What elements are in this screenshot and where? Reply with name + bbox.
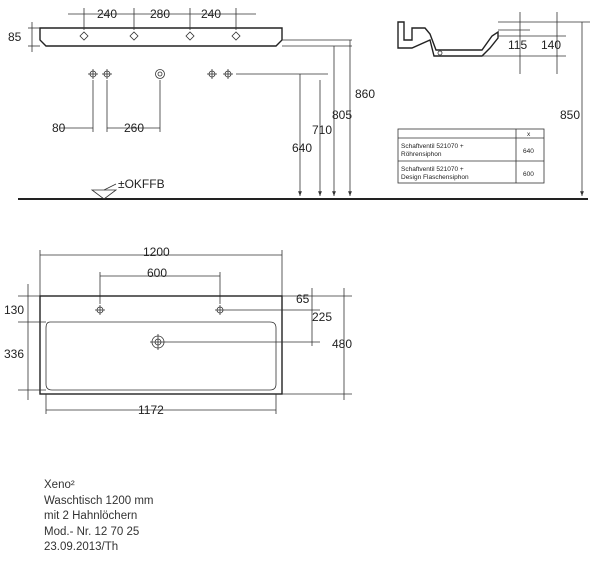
dim-left-85: 85 [8, 30, 22, 44]
dim-left-336: 336 [4, 347, 24, 361]
table-row1-value: 640 [523, 148, 534, 155]
dim-top-280: 280 [150, 7, 170, 21]
dim-top-240-right: 240 [201, 7, 221, 21]
dim-860: 860 [355, 87, 375, 101]
basin-side-profile [397, 21, 499, 57]
dim-right-225: 225 [312, 310, 332, 324]
floor-label: ±OKFFB [118, 177, 165, 191]
top-view: 1200 600 130 336 [4, 245, 352, 417]
top-tap-holes [95, 305, 225, 315]
front-hole-symbols [88, 69, 233, 79]
dim-bottom-80: 80 [52, 121, 66, 135]
dim-right-65: 65 [296, 292, 310, 306]
dim-hole-spacing-600: 600 [147, 266, 167, 280]
product-caption: Xeno² Waschtisch 1200 mm mit 2 Hahnlöche… [44, 478, 154, 556]
dim-710: 710 [312, 123, 332, 137]
model-number: Mod.- Nr. 12 70 25 [44, 525, 140, 538]
product-holes: mit 2 Hahnlöchern [44, 510, 138, 522]
dim-width-1200: 1200 [143, 245, 170, 259]
side-dim-115: 115 [508, 38, 527, 52]
table-row1-line2: Röhrensiphon [401, 151, 442, 158]
front-view: 240 280 240 85 80 260 640 710 [8, 7, 588, 200]
side-dim-140: 140 [541, 38, 561, 52]
dim-left-130: 130 [4, 303, 24, 317]
dim-top-240-left: 240 [97, 7, 117, 21]
product-description: Waschtisch 1200 mm [44, 494, 154, 507]
basin-front-outline [39, 27, 283, 47]
drawing-date: 23.09.2013/Th [44, 541, 119, 553]
product-name: Xeno² [44, 479, 75, 491]
table-row2-line2: Design Flaschensiphon [401, 174, 469, 181]
side-view: 115 140 850 [397, 12, 590, 196]
front-tap-marks [79, 31, 241, 41]
dim-bottom-1172: 1172 [138, 403, 164, 417]
spec-table: x Schaftventil 521070 + Röhrensiphon 640… [397, 128, 545, 184]
dim-right-480: 480 [332, 337, 352, 351]
table-row2-line1: Schaftventil 521070 + [401, 166, 464, 173]
drain-symbol [150, 334, 166, 350]
dim-bottom-260: 260 [124, 121, 144, 135]
table-row1-line1: Schaftventil 521070 + [401, 143, 464, 150]
dim-640: 640 [292, 141, 312, 155]
basin-bowl-outline [45, 321, 277, 391]
dim-805: 805 [332, 108, 352, 122]
side-dim-850: 850 [560, 108, 580, 122]
basin-top-outline [39, 295, 283, 395]
floor-marker [90, 189, 118, 200]
table-row2-value: 600 [523, 171, 534, 178]
table-header-x: x [527, 131, 531, 138]
